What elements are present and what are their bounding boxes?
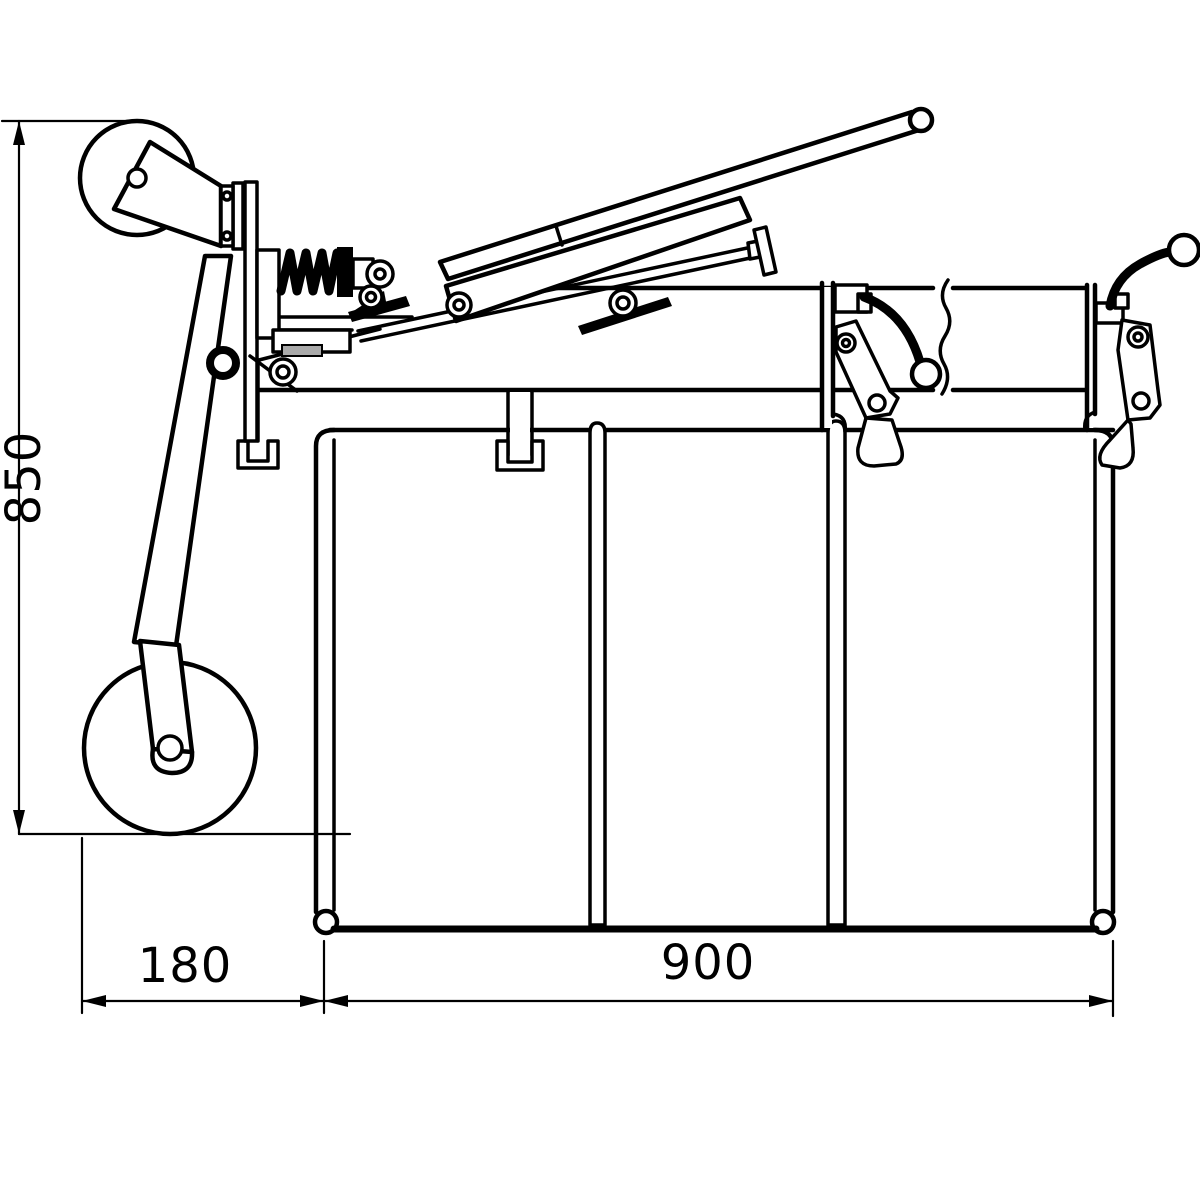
arm-pivot: [445, 291, 473, 319]
clamp-hook-r: [1098, 418, 1135, 470]
clamp-linkage-r: [1116, 318, 1162, 422]
clamp-pivot2-c: [867, 393, 887, 413]
clamp-pivot-r: [1126, 325, 1150, 349]
chassis-left: [77, 118, 259, 837]
release-rod-bottom-edge: [359, 255, 757, 343]
release-rod-tip: [281, 344, 323, 357]
latch-roller-upper-pin: [373, 267, 387, 281]
support-bracket-center: [495, 439, 545, 472]
drum-right-edge-outer: [1092, 427, 1116, 915]
arm-support: [578, 288, 672, 335]
rod-t-head: [752, 225, 778, 277]
clamp-pivot-c: [835, 332, 857, 354]
beam-break-line: [938, 278, 952, 396]
arrowhead-right-180: [300, 995, 324, 1007]
latch-roller-lower-pin: [364, 290, 378, 304]
arm-pivot-pin: [452, 298, 466, 312]
arrowhead-right-900: [1089, 995, 1113, 1007]
hanger-tab-fill: [510, 392, 530, 454]
dimension-label-900: 900: [661, 935, 756, 991]
end-plate-foot-c: [831, 412, 847, 433]
spring-end-block: [337, 247, 353, 297]
support-roller: [608, 288, 638, 318]
clamp-center: [819, 280, 943, 468]
drum: [312, 419, 1117, 936]
spring-seat-plate: [255, 248, 281, 340]
clamp-right: [1082, 232, 1200, 470]
dimension-180-900: 180 900: [80, 836, 1115, 1018]
handle-bar: [437, 109, 922, 282]
clamp-lever-c: [859, 292, 925, 367]
end-plate-fill-r: [1089, 287, 1093, 428]
drum-left-edge-outer: [313, 427, 337, 915]
leg-upper: [131, 253, 234, 649]
support-bracket-left: [236, 439, 280, 470]
flange-front-plate: [219, 184, 235, 248]
flange-bolt-bottom: [221, 230, 233, 242]
dimension-850: 850: [0, 119, 352, 836]
guide-roller-pin: [275, 364, 291, 380]
clamp-lever-ball-c: [909, 357, 943, 391]
mast-plate: [243, 180, 259, 443]
arm-and-handle: [356, 106, 935, 343]
handle-joint-mark: [554, 224, 564, 247]
clamp-hook-c: [856, 416, 904, 468]
drum-rib-right: [826, 419, 847, 927]
clamp-lever-r: [1105, 247, 1175, 311]
guide-roller-thick: [206, 346, 240, 380]
arrowhead-up: [13, 121, 25, 145]
arrowhead-left-900: [324, 995, 348, 1007]
flange-bolt-top: [221, 190, 233, 202]
dimension-annotations: 850 180 900: [0, 119, 1115, 1018]
clamp-lever-ball-r: [1166, 232, 1200, 268]
support-roller-pin: [615, 295, 631, 311]
end-plate-foot-r: [1082, 410, 1097, 432]
end-plate-fill-c: [824, 287, 832, 428]
dimension-label-850: 850: [0, 431, 52, 526]
arrowhead-left-180: [82, 995, 106, 1007]
coil-spring: [276, 248, 342, 296]
dimension-label-180: 180: [138, 938, 233, 994]
guide-roller: [268, 357, 298, 387]
clamp-pivot-pin-r: [1132, 331, 1144, 343]
clamp-pivot2-r: [1131, 391, 1151, 411]
arrowhead-down: [13, 810, 25, 834]
drum-rib-left: [588, 421, 607, 927]
handle-grip-end: [907, 106, 935, 134]
latch-roller-upper: [365, 259, 395, 289]
lower-wheel-hub: [156, 734, 184, 762]
spring-latch: [206, 247, 410, 393]
clamp-pivot-pin-c: [840, 337, 852, 349]
leg-fork-arc: [150, 746, 195, 776]
caster-hub-hole: [126, 167, 148, 189]
latch-roller-lower: [358, 284, 384, 310]
